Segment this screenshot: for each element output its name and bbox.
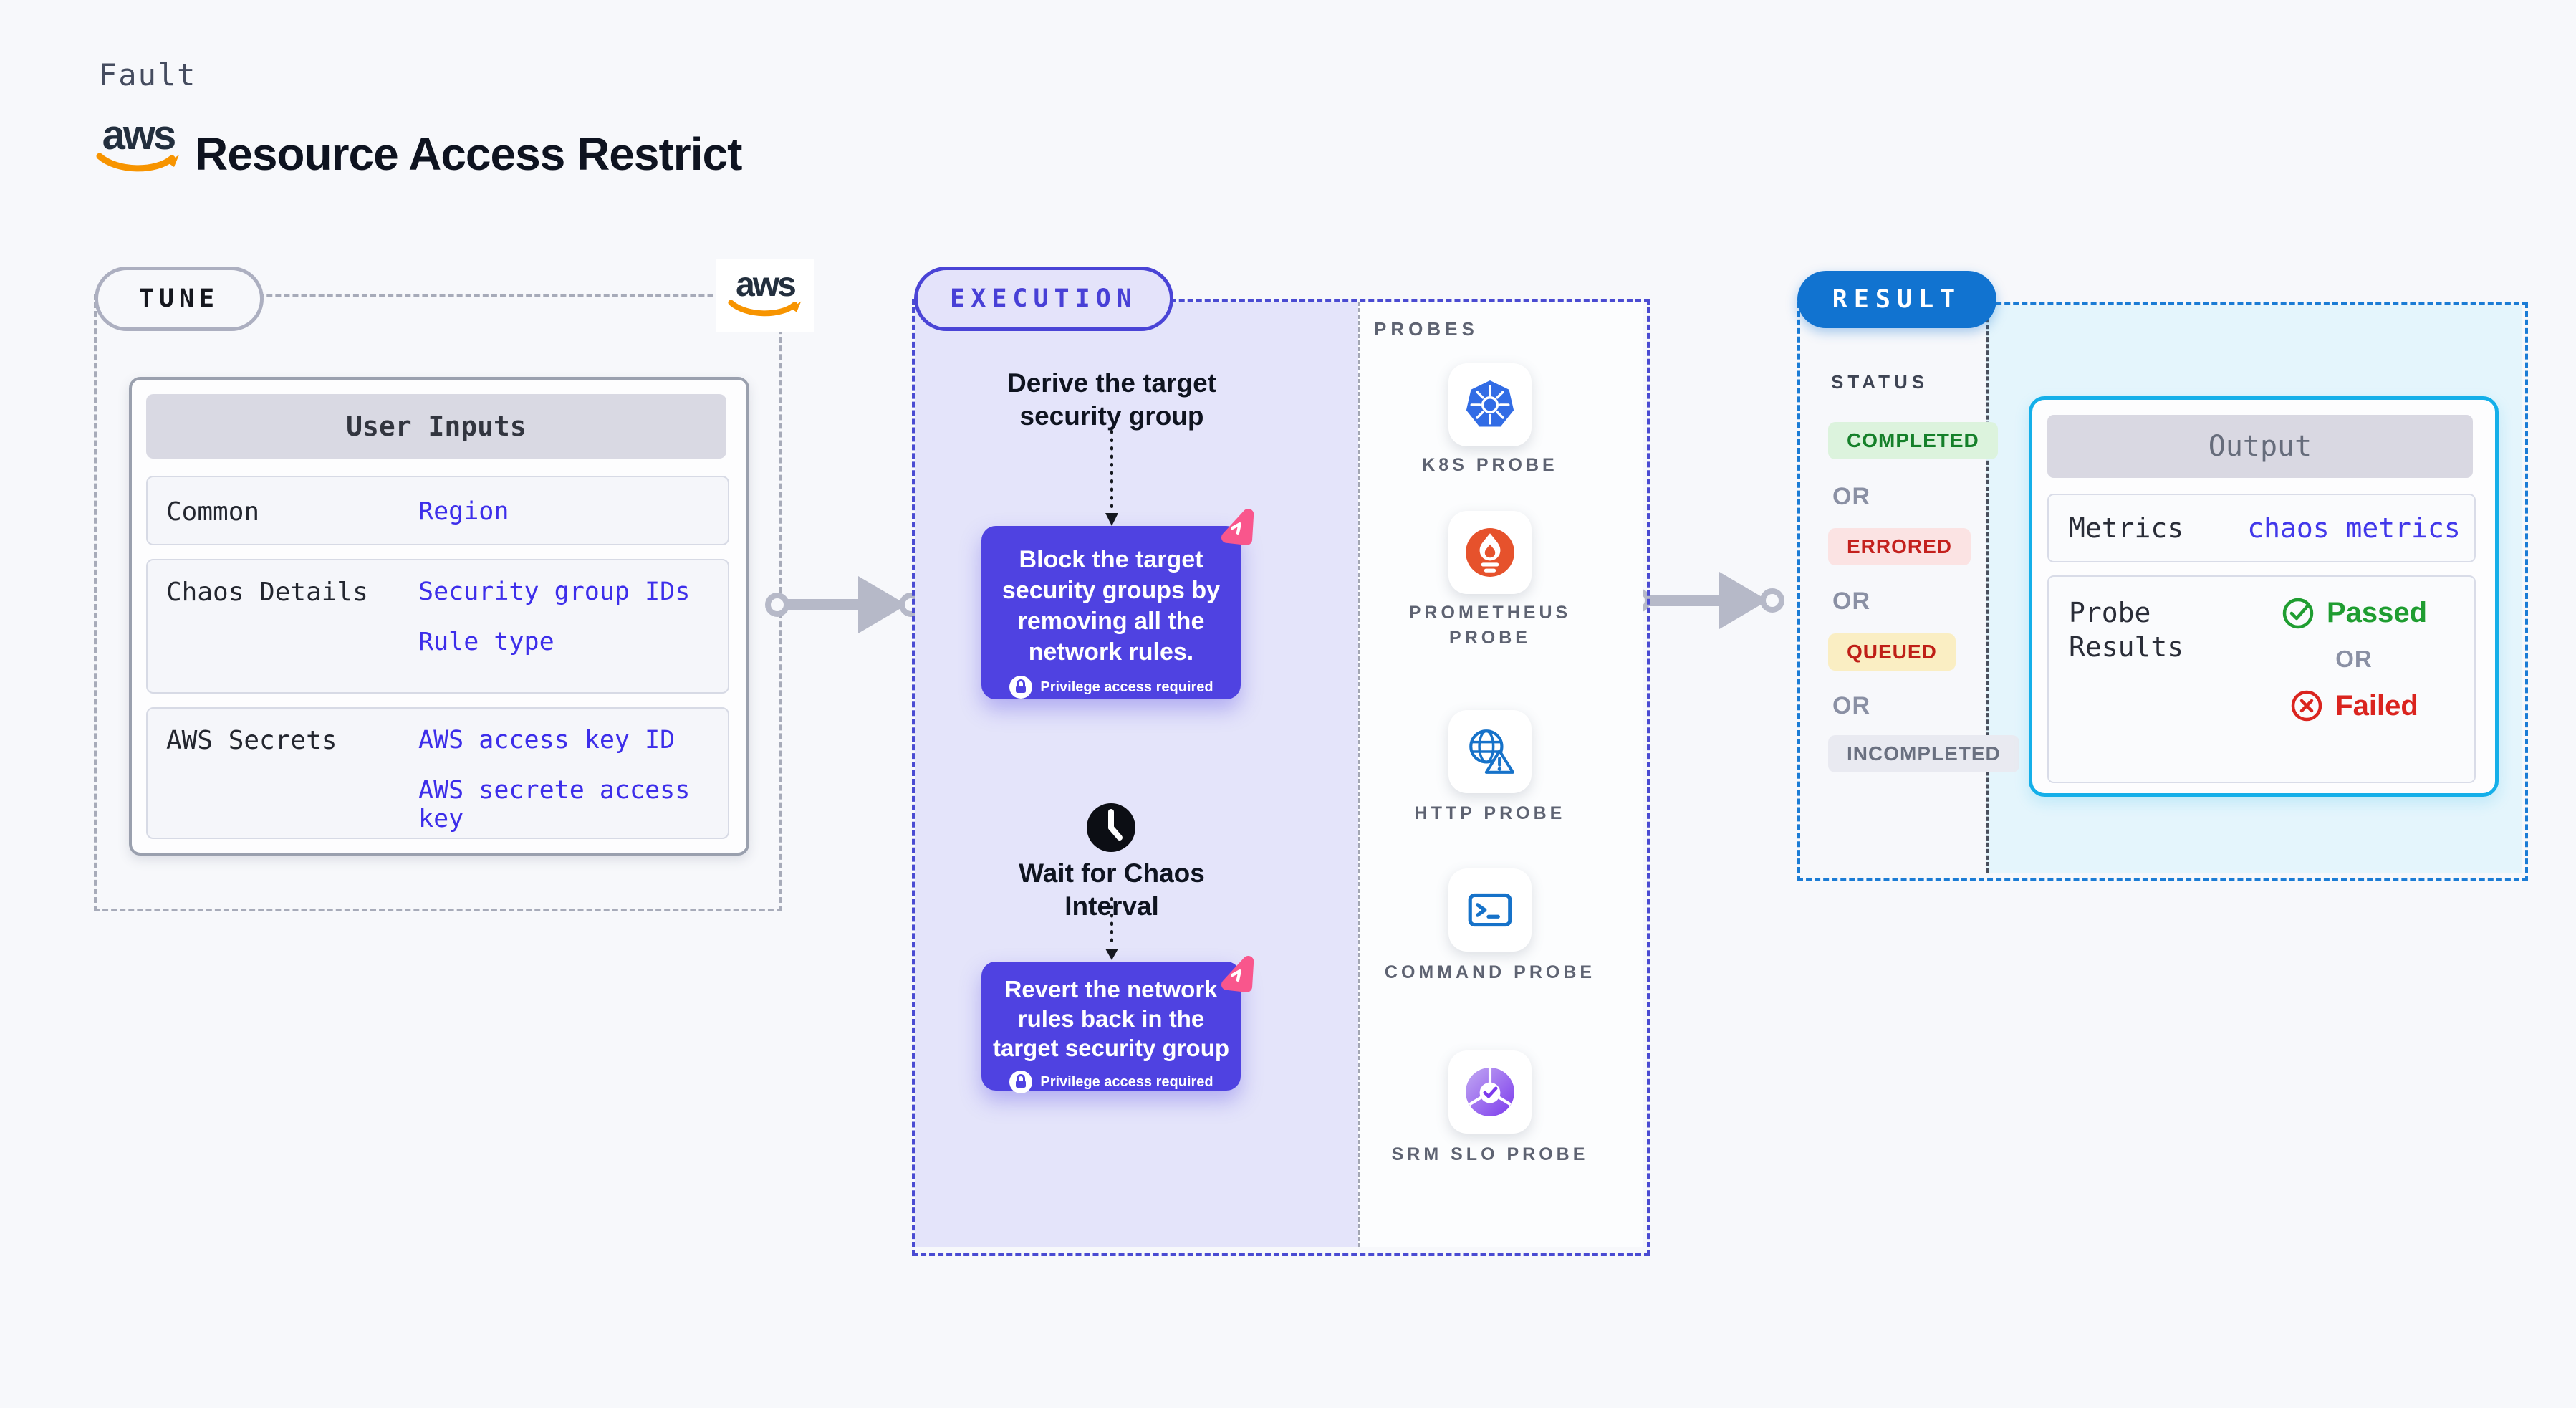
http-globe-warning-icon: [1469, 729, 1514, 774]
revert-rules-card: Revert the network rules back in the tar…: [981, 962, 1241, 1093]
row-label: Chaos Details: [166, 578, 368, 607]
probe-tile-http: [1448, 710, 1532, 793]
failed-result: Failed: [2289, 689, 2418, 723]
row-value: Region: [418, 497, 509, 526]
or-separator: OR: [1832, 692, 1870, 719]
clock-icon: [1082, 800, 1140, 858]
tune-pill: TUNE: [95, 267, 264, 331]
aws-logo-text: aws: [736, 265, 797, 304]
status-badge-completed: COMPLETED: [1828, 422, 1998, 459]
probe-results-label: Probe Results: [2069, 597, 2184, 663]
or-separator: OR: [1832, 588, 1870, 615]
probe-results-row: Probe Results Passed OR Failed: [2047, 575, 2476, 783]
probe-tile-prometheus: [1448, 511, 1532, 594]
privilege-text: Privilege access required: [1040, 1073, 1213, 1090]
status-label: STATUS: [1831, 371, 1929, 393]
row-value: AWS secrete access key: [418, 776, 691, 833]
metrics-value: chaos metrics: [2247, 512, 2461, 544]
result-pill: RESULT: [1797, 271, 1996, 328]
probe-label-command: COMMAND PROBE: [1384, 962, 1596, 982]
status-badge-errored: ERRORED: [1828, 528, 1971, 565]
execution-section-box: [912, 299, 1650, 1256]
probe-tile-srm-slo: [1448, 1050, 1532, 1134]
execution-pill: EXECUTION: [914, 267, 1173, 331]
status-badge-incompleted: INCOMPLETED: [1828, 735, 2019, 772]
or-separator: OR: [1832, 483, 1870, 510]
kubernetes-icon: [1466, 380, 1514, 427]
user-input-row-aws-secrets: AWS Secrets AWS access key ID AWS secret…: [146, 707, 729, 839]
chaos-pink-icon: [1221, 508, 1254, 545]
terminal-icon: [1468, 893, 1512, 927]
lock-icon: [1009, 1071, 1033, 1093]
chaos-pink-icon: [1221, 955, 1254, 992]
aws-logo: aws: [96, 112, 181, 177]
probe-label-http: HTTP PROBE: [1414, 803, 1566, 823]
probe-tile-command: [1448, 868, 1532, 952]
slo-pie-check-icon: [1466, 1068, 1514, 1116]
user-input-row-common: Common Region: [146, 476, 729, 545]
user-inputs-header: User Inputs: [146, 394, 726, 459]
result-section-box: [1797, 302, 2528, 881]
probe-label-k8s: K8S PROBE: [1422, 455, 1558, 475]
aws-logo-small: aws: [716, 259, 814, 332]
probes-label: PROBES: [1374, 318, 1479, 340]
probe-label-prometheus: PROMETHEUS PROBE: [1408, 603, 1572, 648]
output-header: Output: [2047, 415, 2473, 478]
prometheus-icon: [1466, 528, 1514, 577]
tune-to-execution-arrow: [765, 576, 923, 633]
result-divider: [1986, 305, 1989, 873]
or-separator: OR: [2335, 646, 2373, 672]
privilege-text: Privilege access required: [1040, 679, 1213, 695]
aws-logo-text: aws: [102, 112, 177, 158]
aws-smile-icon: [728, 300, 802, 317]
row-value: AWS access key ID: [418, 726, 676, 755]
aws-smile-icon: [96, 153, 179, 172]
block-security-card: Block the target security groups by remo…: [981, 526, 1241, 699]
row-label: AWS Secrets: [166, 726, 337, 755]
fault-kicker: Fault: [99, 57, 197, 92]
wait-step-text: Wait for Chaos Interval: [1019, 858, 1205, 921]
metrics-row: Metrics chaos metrics: [2047, 494, 2476, 562]
probe-tile-k8s: [1448, 363, 1532, 446]
lock-icon: [1009, 676, 1033, 699]
status-badge-queued: QUEUED: [1828, 633, 1956, 671]
row-value: Rule type: [418, 628, 554, 656]
metrics-label: Metrics: [2069, 512, 2184, 544]
probe-label-srm-slo: SRM SLO PROBE: [1391, 1144, 1589, 1164]
row-label: Common: [166, 497, 260, 527]
row-value: Security group IDs: [418, 578, 691, 606]
passed-result: Passed: [2281, 595, 2427, 630]
user-input-row-chaos-details: Chaos Details Security group IDs Rule ty…: [146, 559, 729, 694]
derive-step-text: Derive the target security group: [1007, 368, 1216, 431]
check-circle-icon: [2282, 598, 2314, 629]
page-title: Resource Access Restrict: [195, 128, 742, 180]
x-circle-icon: [2291, 690, 2322, 722]
